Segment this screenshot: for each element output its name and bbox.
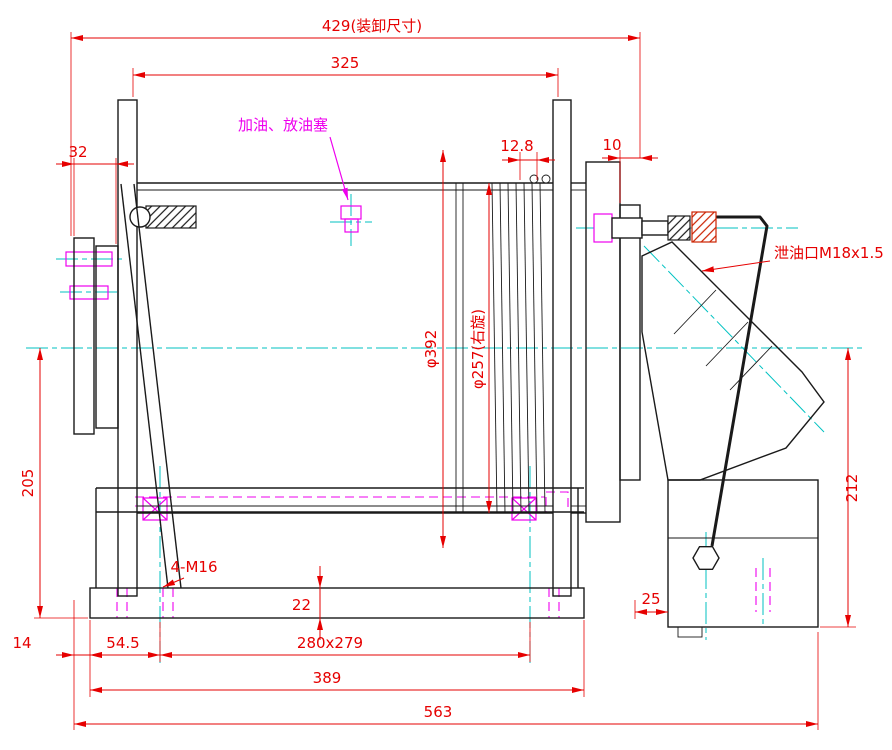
release-rod: [710, 215, 769, 547]
dim-phi392-text: φ392: [422, 330, 440, 369]
dimension-32: 32: [56, 143, 134, 167]
dim-4-m16-text: 4-M16: [171, 558, 218, 576]
dim-14-text: 14: [12, 634, 31, 652]
dimension-12-8: 12.8: [500, 137, 555, 163]
dim-280x279-text: 280x279: [297, 634, 363, 652]
hydraulic-motor: [641, 241, 825, 481]
dim-54-5-text: 54.5: [106, 634, 139, 652]
dimension-212: 212: [843, 348, 861, 627]
left-mount-flange: [73, 237, 95, 435]
dim-10-text: 10: [602, 136, 621, 154]
anchor-pin: [129, 206, 151, 228]
dim-22-text: 22: [292, 596, 311, 614]
dim-phi257-text: φ257(右旋): [469, 309, 487, 389]
dimension-phi257: φ257(右旋): [469, 183, 492, 513]
motor-step-2: [705, 321, 749, 367]
anchor-hatched-bar: [145, 205, 197, 229]
rope-section-2: [541, 174, 551, 184]
dimension-4-m16: 4-M16: [162, 558, 218, 588]
left-mount-bolt-upper: [65, 251, 113, 267]
support-leg-1: [120, 183, 169, 589]
dim-389-text: 389: [313, 669, 342, 687]
gearbox-housing: [571, 161, 641, 523]
dim-12-8-text: 12.8: [500, 137, 533, 155]
motor-mount-block: [667, 479, 819, 638]
left-support-bracket: [73, 237, 119, 435]
dim-563-text: 563: [424, 703, 453, 721]
dimension-429: 429(装卸尺寸): [71, 17, 640, 41]
dim-429-text: 429(装卸尺寸): [322, 17, 422, 35]
dimension-10: 10: [602, 136, 658, 161]
fitting-body-1: [611, 217, 643, 239]
dim-205-text: 205: [19, 469, 37, 498]
drain-valve-body: [593, 213, 613, 243]
anchor-bolt-symbol-right: [511, 497, 537, 521]
dimension-325: 325: [133, 54, 558, 78]
left-mount-bolt-lower: [69, 285, 109, 300]
motor-axis-centerline: [643, 245, 825, 433]
rope-section-1: [529, 174, 539, 184]
motor-step-1: [673, 289, 717, 335]
mount-block-foot: [677, 626, 703, 638]
dim-25-text: 25: [641, 590, 660, 608]
drain-port-callout: 泄油口M18x1.5: [701, 244, 884, 273]
left-mount-plate: [95, 245, 119, 429]
fitting-body-2: [641, 220, 669, 236]
motor-bell-housing: [641, 241, 825, 481]
base-hole-hidden-lines: [116, 588, 560, 618]
dim-32-text: 32: [68, 143, 87, 161]
dimension-280x279: 280x279: [160, 634, 530, 658]
drain-fitting-assembly: [611, 211, 717, 243]
anchor-bolt-symbol-left: [142, 497, 168, 521]
fitting-hatched-black: [667, 215, 691, 241]
hidden-boss-right: [545, 491, 569, 513]
gearbox-plate-inner: [619, 204, 641, 481]
dimension-54-5: 54.5: [90, 634, 160, 658]
dimension-563: 563: [74, 703, 818, 727]
base-plate: [89, 587, 585, 619]
release-rod-assembly: [692, 215, 769, 570]
mount-block-body: [667, 479, 819, 628]
oil-plug-callout: 加油、放油塞: [238, 116, 349, 201]
centerlines: [26, 194, 864, 664]
dimension-phi392: φ392: [422, 150, 446, 548]
oil-plug-stem: [344, 218, 359, 233]
support-leg-2: [133, 183, 182, 589]
dim-212-text: 212: [843, 474, 861, 503]
dimension-22: 22: [292, 566, 323, 640]
dim-325-text: 325: [331, 54, 360, 72]
dimension-14: 14: [12, 634, 108, 658]
drum-flange-left: [117, 99, 138, 597]
drum-flange-right: [552, 99, 572, 597]
dimension-25: 25: [635, 590, 668, 615]
block-bolt-hidden-lines: [755, 568, 771, 612]
rope-anchor-clamp: [129, 205, 197, 229]
fitting-hatched-red: [691, 211, 717, 243]
extension-lines: [34, 32, 856, 730]
drain-port-label: 泄油口M18x1.5: [774, 244, 884, 262]
motor-step-3: [729, 345, 773, 391]
hidden-details: [65, 205, 771, 618]
oil-plug-label: 加油、放油塞: [238, 116, 328, 134]
support-frame: [95, 183, 584, 589]
dimension-389: 389: [90, 669, 584, 693]
dimension-205: 205: [19, 348, 43, 618]
rod-hex-nut: [692, 546, 720, 570]
rope-groove-lines: [491, 182, 546, 514]
